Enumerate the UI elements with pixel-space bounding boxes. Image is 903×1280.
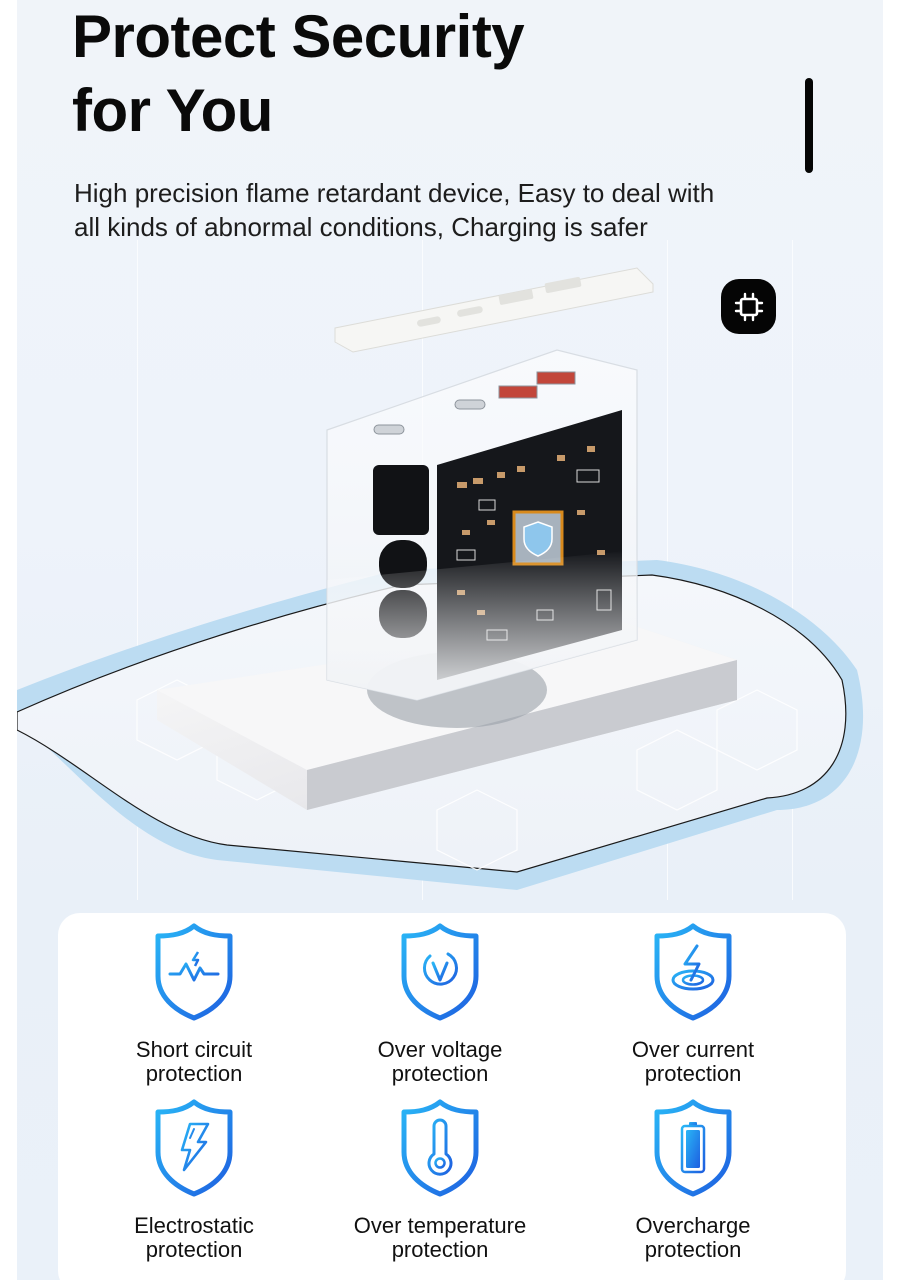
feature-short-circuit: Short circuit protection (74, 922, 314, 1086)
feature-label: Short circuit protection (135, 1037, 253, 1086)
feature-label: Over temperature protection (353, 1213, 527, 1262)
subtitle: High precision flame retardant device, E… (74, 176, 794, 244)
subtitle-line: High precision flame retardant device, E… (74, 178, 715, 208)
overcharge-shield-icon (654, 1099, 732, 1197)
subtitle-line: all kinds of abnormal conditions, Chargi… (74, 212, 648, 242)
feature-label: Overcharge protection (635, 1213, 751, 1262)
over-current-shield-icon (654, 923, 732, 1021)
short-circuit-shield-icon (155, 923, 233, 1021)
feature-label: Over current protection (631, 1037, 755, 1086)
over-temperature-shield-icon (401, 1099, 479, 1197)
feature-label: Electrostatic protection (134, 1213, 254, 1262)
guide-line (137, 240, 138, 900)
guide-line (792, 240, 793, 900)
charger-illustration (17, 267, 864, 890)
chip-badge (721, 279, 776, 334)
feature-over-current: Over current protection (573, 922, 813, 1086)
feature-label: Over voltage protection (377, 1037, 503, 1086)
electrostatic-shield-icon (155, 1099, 233, 1197)
feature-overcharge: Overcharge protection (573, 1098, 813, 1262)
chip-icon (734, 292, 763, 321)
feature-electrostatic: Electrostatic protection (74, 1098, 314, 1262)
title-line: Protect Security (72, 3, 525, 70)
title-line: for You (72, 77, 273, 144)
features-card (58, 913, 846, 1280)
feature-over-voltage: Over voltage protection (320, 922, 560, 1086)
feature-over-temperature: Over temperature protection (320, 1098, 560, 1262)
accent-bar (805, 78, 813, 173)
over-voltage-shield-icon (401, 923, 479, 1021)
page-title: Protect Security for You (72, 0, 712, 148)
